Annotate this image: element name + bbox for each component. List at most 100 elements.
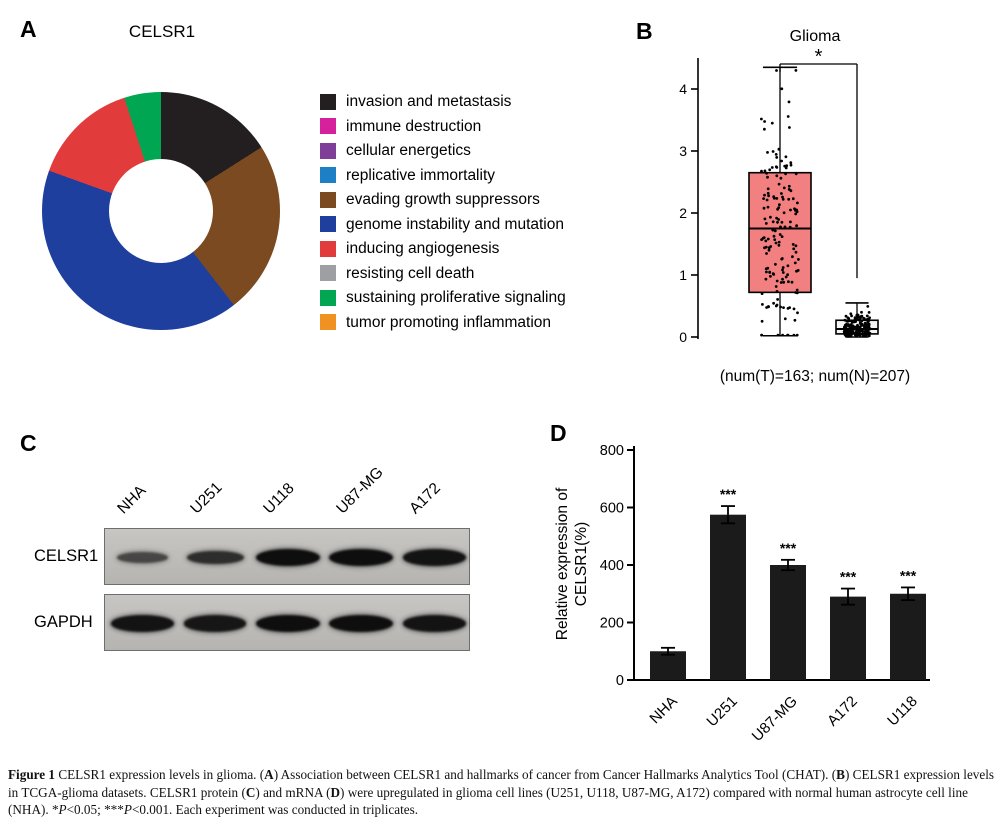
sig-label: *** <box>780 540 797 556</box>
data-point <box>760 333 764 337</box>
data-point <box>860 314 864 318</box>
legend-item-8: sustaining proliferative signaling <box>320 288 566 307</box>
data-point <box>779 176 783 180</box>
x-tick-label: A172 <box>824 693 861 730</box>
data-point <box>852 331 856 335</box>
data-point <box>761 303 764 306</box>
legend-item-6: inducing angiogenesis <box>320 239 566 258</box>
caption-run: ) and mRNA ( <box>255 784 331 800</box>
blot-band-celsr1-nha <box>116 551 168 564</box>
data-point <box>867 318 871 322</box>
data-point <box>762 236 766 240</box>
data-point <box>782 306 785 309</box>
data-point <box>765 198 769 202</box>
lane-label-a172: A172 <box>406 479 444 518</box>
legend-swatch <box>320 118 336 134</box>
data-point <box>762 206 766 210</box>
legend-swatch <box>320 93 336 110</box>
data-point <box>774 165 778 169</box>
data-point <box>763 193 766 197</box>
data-point <box>787 100 791 104</box>
panel-b-label: B <box>636 18 653 44</box>
data-point <box>787 184 791 188</box>
data-point <box>848 331 851 335</box>
y-tick-label: 600 <box>600 501 624 517</box>
data-point <box>843 332 847 336</box>
legend-item-5: genome instability and mutation <box>320 215 566 234</box>
box-tumor <box>748 66 812 337</box>
data-point <box>781 277 784 281</box>
data-point <box>776 333 780 337</box>
data-point <box>845 327 849 331</box>
data-point <box>791 243 795 246</box>
data-point <box>766 191 770 195</box>
legend-label: tumor promoting inflammation <box>346 313 552 331</box>
data-point <box>858 322 862 325</box>
data-point <box>789 161 793 165</box>
data-point <box>762 197 765 201</box>
y-tick-label: 800 <box>600 443 624 459</box>
data-point <box>779 305 782 309</box>
data-point <box>776 298 779 301</box>
legend-item-4: evading growth suppressors <box>320 190 566 209</box>
data-point <box>775 303 779 307</box>
data-point <box>787 280 790 284</box>
data-point <box>796 201 799 205</box>
data-point <box>766 205 770 209</box>
data-point <box>860 319 864 323</box>
data-point <box>863 321 867 325</box>
data-point <box>774 285 778 288</box>
bar <box>770 565 806 680</box>
legend-swatch <box>320 191 336 208</box>
data-point <box>789 220 792 224</box>
data-point <box>772 195 776 199</box>
data-point <box>794 212 798 216</box>
data-point <box>794 69 798 72</box>
data-point <box>780 220 784 224</box>
caption-run: ) CELSR1 expression levels in TCGA-gliom… <box>8 767 995 800</box>
data-point <box>793 261 797 265</box>
bar-group-u118: *** <box>890 567 926 680</box>
data-point <box>794 244 798 248</box>
bar-group-u87-mg: *** <box>770 540 806 680</box>
boxplot-title: Glioma <box>789 28 841 45</box>
data-point <box>867 331 870 334</box>
significance-bracket: * <box>779 48 858 279</box>
data-point <box>778 233 782 236</box>
data-point <box>849 312 853 316</box>
data-point <box>786 273 789 277</box>
legend-item-7: resisting cell death <box>320 264 566 283</box>
data-point <box>792 333 796 337</box>
data-point <box>774 241 778 245</box>
sig-label: *** <box>900 567 917 583</box>
data-point <box>867 322 871 326</box>
data-point <box>794 172 798 176</box>
data-point <box>846 320 850 323</box>
caption-run: <0.001. Each experiment was conducted in… <box>131 802 419 817</box>
significance-star: * <box>815 48 823 68</box>
lane-label-u87-mg: U87-MG <box>333 463 387 518</box>
bar <box>890 593 926 680</box>
western-blot-gapdh <box>104 594 470 651</box>
lane-label-u251: U251 <box>187 479 226 518</box>
data-point <box>771 228 775 232</box>
data-point <box>857 330 861 333</box>
data-point <box>763 127 766 131</box>
data-point <box>765 252 768 255</box>
caption-run: D <box>330 784 340 800</box>
data-point <box>792 247 796 251</box>
data-point <box>781 197 785 201</box>
data-point <box>769 215 772 219</box>
data-point <box>789 163 793 167</box>
data-point <box>766 237 770 241</box>
data-point <box>857 315 860 319</box>
data-point <box>862 333 865 336</box>
data-point <box>764 239 768 243</box>
bar-ylabel-line1: Relative expression of <box>554 487 571 641</box>
data-point <box>850 327 854 331</box>
data-point <box>773 229 777 233</box>
legend-swatch <box>320 167 336 183</box>
